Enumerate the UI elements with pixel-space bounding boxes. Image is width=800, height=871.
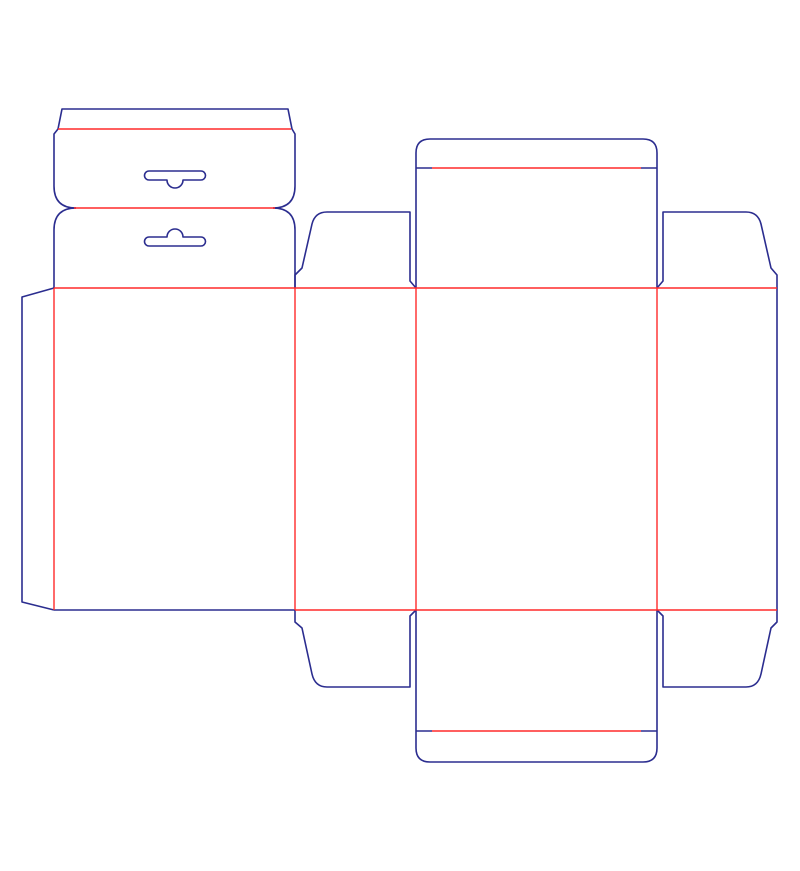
hang-hole-icon	[143, 228, 207, 247]
hanger-tuck	[53, 108, 296, 209]
bottom-tuck-lid	[415, 610, 658, 763]
hanger-panel	[53, 207, 296, 288]
hang-hole-icon	[143, 170, 207, 189]
dust-flap-top-left	[294, 211, 417, 289]
dust-flap-top-right	[656, 211, 778, 289]
fold-lines	[53, 128, 777, 732]
dust-flap-bottom-left	[294, 609, 417, 688]
glue-flap	[21, 287, 55, 611]
dust-flap-bottom-right	[656, 609, 778, 688]
top-tuck-lid	[415, 138, 658, 288]
